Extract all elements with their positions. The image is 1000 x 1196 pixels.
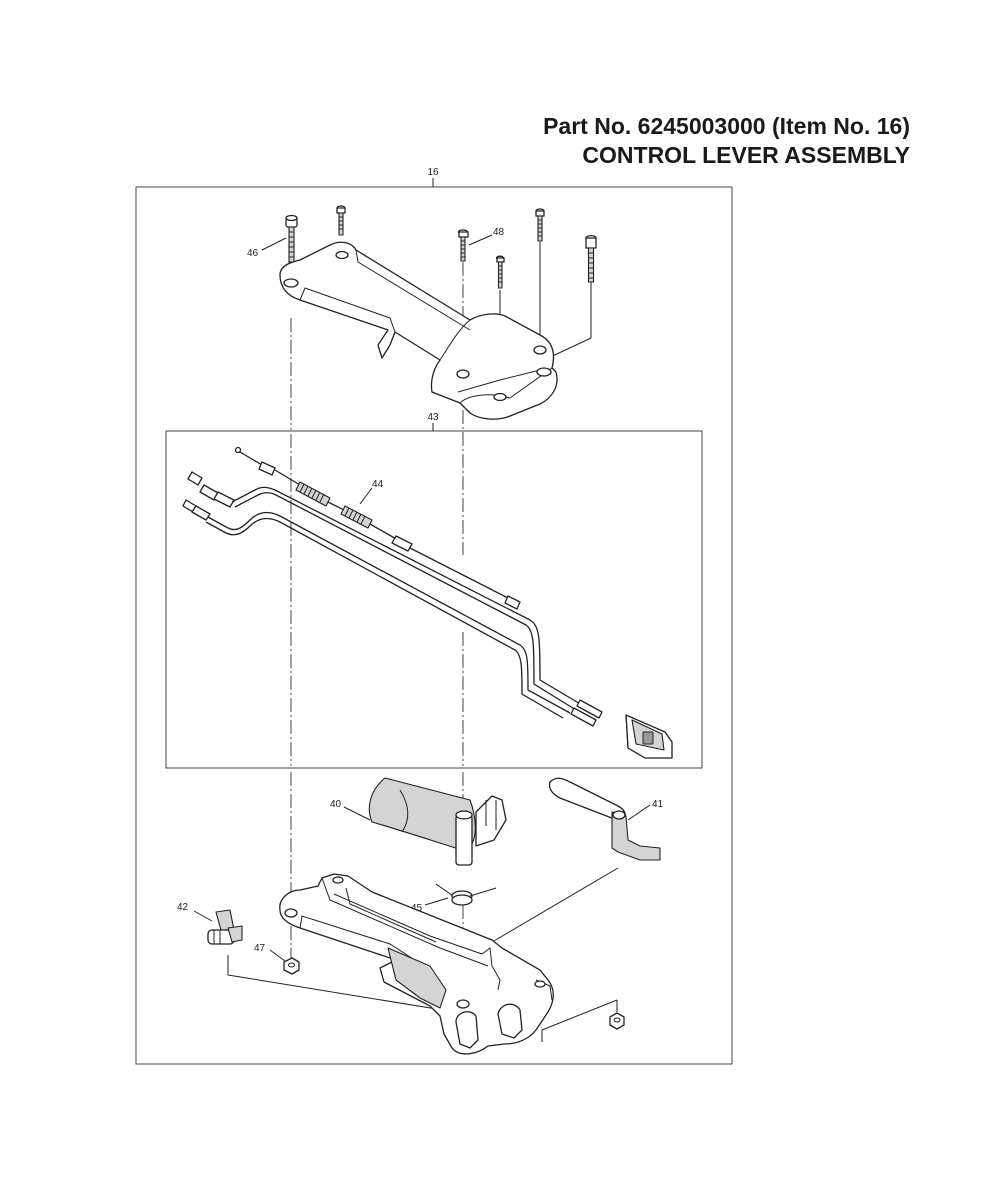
hex-nut-icon — [609, 1012, 625, 1030]
screw-icon — [457, 229, 469, 262]
callout-44: 44 — [372, 479, 384, 490]
hex-nut-icon — [283, 957, 300, 975]
screw-icon — [495, 255, 505, 289]
screw-icon — [336, 205, 346, 236]
callout-48: 48 — [493, 227, 505, 238]
leader-47 — [269, 949, 286, 962]
callout-16: 16 — [427, 167, 439, 178]
leader-41 — [627, 804, 651, 821]
inner-wire-kit-frame — [165, 430, 703, 769]
torsion-spring-part — [435, 883, 497, 906]
screw-icon — [285, 214, 298, 266]
callout-43: 43 — [427, 412, 439, 423]
stop-switch-icon — [625, 714, 673, 759]
screw-icon — [585, 234, 597, 283]
callout-47: 47 — [254, 943, 266, 954]
throttle-cable-icon — [234, 446, 521, 610]
screw-icon — [535, 208, 545, 242]
callout-45: 45 — [411, 903, 423, 914]
leader-44 — [359, 487, 373, 505]
callout-41: 41 — [652, 799, 664, 810]
alignment-lines — [227, 242, 619, 1042]
callout-46: 46 — [247, 248, 259, 259]
stop-switch-wires — [182, 471, 603, 727]
leader-40 — [343, 806, 371, 821]
title-block: Part No. 6245003000 (Item No. 16) CONTRO… — [543, 112, 910, 170]
assembly-name-title: CONTROL LEVER ASSEMBLY — [582, 142, 910, 168]
callout-40: 40 — [330, 799, 342, 810]
part-number-title: Part No. 6245003000 (Item No. 16) — [543, 113, 910, 139]
callout-42: 42 — [177, 902, 189, 913]
leader-45 — [424, 897, 449, 906]
throttle-lock-lever-part — [548, 777, 661, 861]
leader-48 — [468, 234, 493, 246]
lower-handle-housing — [279, 873, 554, 1055]
leader-46 — [261, 237, 287, 251]
outer-assembly-frame — [135, 186, 733, 1065]
switch-boot-part — [207, 909, 243, 945]
throttle-trigger-part — [368, 777, 507, 866]
leader-42 — [193, 910, 213, 922]
upper-handle-housing — [279, 241, 558, 420]
